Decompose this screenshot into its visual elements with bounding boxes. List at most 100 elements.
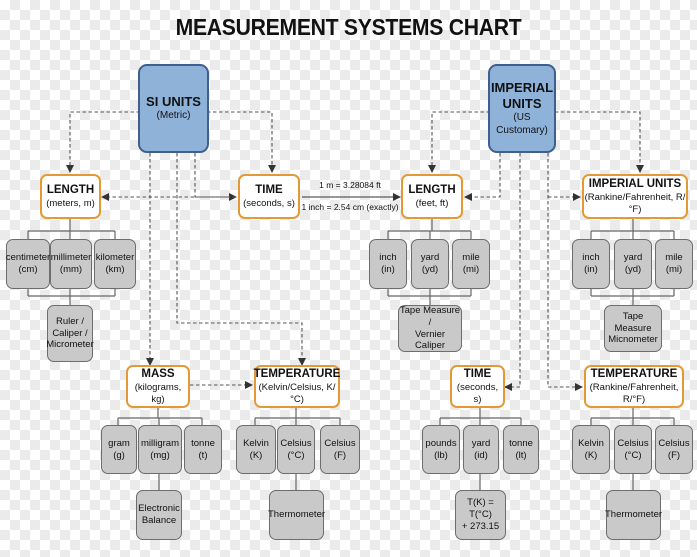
- tool-line: Tape Measure: [614, 310, 652, 334]
- unit-name: yard: [471, 437, 491, 449]
- unit-symbol: (mi): [665, 264, 683, 275]
- imperial-time-title: TIME: [463, 368, 492, 381]
- imperial-temperature-subtitle: (Rankine/Fahrenheit, R/°F): [589, 381, 679, 405]
- si-mass-title: MASS: [141, 368, 175, 381]
- si-length-node: LENGTH (meters, m): [40, 174, 101, 219]
- si-mass-node: MASS (kilograms, kg): [126, 365, 190, 408]
- si-length-title: LENGTH: [46, 184, 95, 197]
- tool-line: Thermometer: [268, 509, 326, 521]
- imperial-subtitle: (US Customary): [496, 112, 548, 136]
- imperial-units-unit-in: inch (in): [572, 239, 610, 289]
- unit-name: Celsius: [658, 437, 690, 449]
- unit-name: Celsius: [324, 437, 356, 449]
- si-mass-unit-t: tonne (t): [184, 425, 222, 474]
- si-units-title: SI UNITS: [146, 94, 201, 110]
- unit-symbol: (g): [113, 449, 125, 461]
- imperial-time-subtitle: (seconds, s): [456, 381, 499, 405]
- conversion-inch-cm: 1 inch = 2.54 cm (exactly): [301, 202, 399, 212]
- si-mass-unit-mg: milligram (mg): [138, 425, 182, 474]
- unit-name: tonne: [509, 437, 533, 449]
- unit-name: kilometer: [95, 252, 135, 264]
- si-mass-subtitle: (kilograms, kg): [134, 381, 182, 405]
- imperial-length-title: LENGTH: [408, 184, 456, 197]
- unit-symbol: (in): [584, 264, 598, 275]
- tool-line: Caliper /: [52, 327, 88, 339]
- imperial-temp-unit-f: Celsius (F): [655, 425, 693, 474]
- imperial-temperature-title: TEMPERATURE: [590, 368, 678, 381]
- chart-title: MEASUREMENT SYSTEMS CHART: [175, 14, 522, 40]
- si-mass-unit-g: gram (g): [101, 425, 137, 474]
- unit-name: gram: [108, 437, 130, 449]
- unit-name: Celsius: [280, 437, 312, 449]
- unit-symbol: (F): [667, 449, 681, 461]
- si-length-tool: Ruler / Caliper / Micrometer: [46, 305, 94, 362]
- imperial-length-tool: Tape Measure / Vernier Caliper: [398, 305, 462, 352]
- unit-symbol: (mi): [462, 264, 480, 275]
- tool-line: Balance: [141, 515, 177, 526]
- unit-name: millimeter: [50, 252, 92, 264]
- unit-symbol: (K): [249, 449, 263, 461]
- si-time-node: TIME (seconds, s): [238, 174, 300, 219]
- imperial-length-subtitle: (feet, ft): [415, 197, 449, 209]
- unit-symbol: (yd): [421, 264, 439, 275]
- unit-symbol: (yd): [624, 264, 642, 275]
- si-units-subtitle: (Metric): [156, 110, 191, 122]
- unit-symbol: (K): [584, 449, 598, 461]
- imperial-time-unit-lt: tonne (lt): [503, 425, 539, 474]
- unit-symbol: (mg): [150, 449, 170, 461]
- imperial-length-unit-yd: yard (yd): [411, 239, 449, 289]
- unit-name: Kelvin: [243, 437, 269, 449]
- si-units-node: SI UNITS (Metric): [138, 64, 209, 153]
- imperial-units-subtitle: (Rankine/Fahrenheit, R/°F): [584, 191, 686, 215]
- unit-name: mile: [665, 252, 683, 264]
- unit-symbol: (lt): [515, 449, 527, 461]
- imperial-units-unit-yd: yard (yd): [614, 239, 652, 289]
- si-time-title: TIME: [255, 184, 283, 197]
- unit-name: Celsius: [617, 437, 649, 449]
- unit-symbol: (t): [198, 449, 208, 461]
- si-length-subtitle: (meters, m): [46, 197, 95, 209]
- unit-name: tonne: [191, 437, 215, 449]
- tool-line: Ruler /: [56, 315, 84, 327]
- unit-name: milligram: [141, 437, 179, 449]
- unit-symbol: (°C): [624, 449, 642, 461]
- unit-symbol: (mm): [59, 264, 83, 275]
- imperial-length-unit-in: inch (in): [369, 239, 407, 289]
- unit-name: inch: [379, 252, 397, 264]
- unit-symbol: (F): [333, 449, 347, 461]
- tool-line: Micnometer: [608, 334, 658, 346]
- imperial-units-tool: Tape Measure Micnometer: [604, 305, 662, 352]
- si-mass-tool: Electronic Balance: [136, 490, 182, 540]
- unit-name: yard: [420, 252, 440, 264]
- si-temperature-subtitle: (Kelvin/Celsius, K/°C): [258, 381, 336, 405]
- imperial-time-node: TIME (seconds, s): [450, 365, 505, 408]
- imperial-temperature-node: TEMPERATURE (Rankine/Fahrenheit, R/°F): [584, 365, 684, 408]
- imperial-time-formula: T(K) = T(°C) + 273.15: [455, 490, 506, 540]
- si-length-unit-cm: centimeter (cm): [6, 239, 50, 289]
- imperial-units-node: IMPERIAL UNITS (US Customary): [488, 64, 556, 153]
- si-temp-tool: Thermometer: [268, 490, 326, 540]
- si-temp-unit-f: Celsius (F): [320, 425, 360, 474]
- imperial-temp-unit-c: Celsius (°C): [614, 425, 652, 474]
- imperial-length-unit-mi: mile (mi): [452, 239, 490, 289]
- unit-symbol: (in): [381, 264, 395, 275]
- unit-name: yard: [623, 252, 643, 264]
- si-temp-unit-k: Kelvin (K): [236, 425, 276, 474]
- unit-symbol: (id): [474, 449, 488, 461]
- unit-symbol: (°C): [287, 449, 305, 461]
- imperial-time-unit-id: yard (id): [463, 425, 499, 474]
- unit-symbol: (lb): [434, 449, 448, 461]
- si-time-subtitle: (seconds, s): [243, 197, 295, 209]
- tool-line: Vernier Caliper: [414, 328, 446, 352]
- si-temperature-node: TEMPERATURE (Kelvin/Celsius, K/°C): [254, 365, 340, 408]
- si-temperature-title: TEMPERATURE: [253, 368, 341, 381]
- unit-symbol: (km): [105, 264, 125, 275]
- si-temp-unit-c: Celsius (°C): [277, 425, 315, 474]
- conversion-meter-feet: 1 m = 3.28084 ft: [319, 180, 381, 190]
- imperial-units-title: IMPERIAL UNITS: [588, 178, 682, 191]
- tool-line: Thermometer: [605, 509, 663, 521]
- unit-symbol: (cm): [18, 264, 38, 275]
- tool-line: Micrometer: [46, 339, 94, 351]
- unit-name: pounds: [425, 437, 457, 449]
